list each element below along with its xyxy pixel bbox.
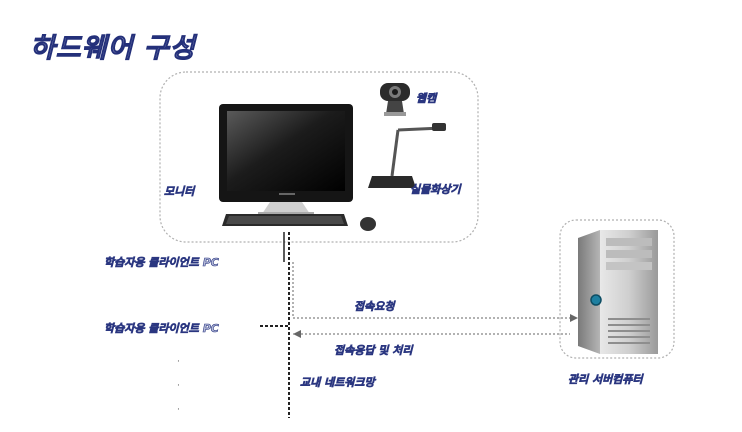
ellipsis-dot: · [177, 381, 180, 391]
webcam-label: 웹캠 [416, 92, 437, 106]
ellipsis-dot: · [177, 405, 180, 415]
visualizer-icon [368, 123, 446, 188]
network-label: 교내 네트워크망 [300, 376, 375, 390]
webcam-icon [380, 83, 410, 116]
ellipsis-dot: · [177, 357, 180, 367]
client-pc-label-2: 학습자용 클라이언트 PC [104, 322, 219, 336]
diagram-title: 하드웨어 구성 [29, 33, 196, 65]
monitor-label: 모니터 [164, 185, 195, 199]
client-pc-label-1: 학습자용 클라이언트 PC [104, 256, 219, 270]
response-arrowhead [293, 330, 301, 338]
mouse-icon [360, 217, 376, 231]
ellipsis-dots: · · · [177, 350, 180, 422]
request-arrowhead [570, 314, 578, 322]
client-group-box [159, 71, 479, 243]
server-tower-icon [578, 230, 658, 354]
monitor-icon [219, 104, 353, 215]
visualizer-label: 실물화상기 [410, 183, 461, 197]
response-label: 접속응답 및 처리 [334, 344, 413, 358]
keyboard-icon [222, 214, 348, 226]
server-label: 관리 서버컴퓨터 [568, 373, 643, 387]
server-group-box [559, 219, 675, 359]
request-label: 접속요청 [354, 300, 395, 314]
